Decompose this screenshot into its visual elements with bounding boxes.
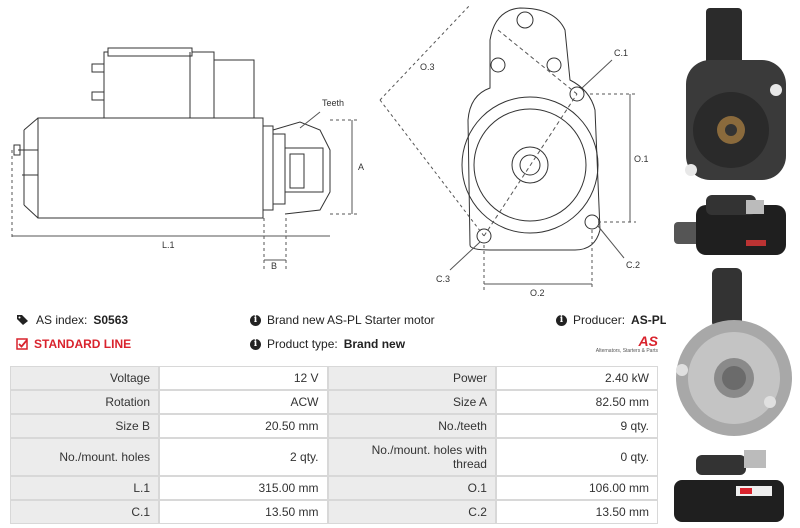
producer-row: i Producer: AS-PL (556, 313, 667, 327)
logo-tagline: Alternators, Starters & Parts (595, 348, 658, 354)
front-view (461, 7, 601, 251)
spec-value: 0 qty. (495, 438, 658, 476)
dim-l1-label: L.1 (162, 240, 175, 250)
producer-label: Producer: (573, 313, 626, 327)
technical-drawing: Teeth A B L.1 O.1 O.2 O.3 C.1 C.2 C.3 (11, 4, 649, 298)
product-photos (666, 0, 800, 528)
dim-o1-label: O.1 (634, 154, 649, 164)
producer-logo: AS Alternators, Starters & Parts (594, 334, 658, 358)
info-icon: i (556, 314, 567, 326)
spec-label: No./mount. holes with thread (327, 438, 496, 476)
spec-label: L.1 (10, 476, 160, 500)
dim-b-label: B (271, 261, 277, 271)
spec-value: 315.00 mm (159, 476, 328, 500)
teeth-label: Teeth (322, 98, 344, 108)
logo-mark: AS (638, 333, 658, 349)
producer-value: AS-PL (631, 313, 668, 327)
spec-value: 9 qty. (495, 414, 658, 438)
description-text: Brand new AS-PL Starter motor (267, 313, 435, 327)
dim-a-label: A (358, 162, 364, 172)
spec-value: 13.50 mm (159, 500, 328, 524)
spec-value: 106.00 mm (495, 476, 658, 500)
spec-label: Rotation (10, 390, 160, 414)
spec-value: 12 V (159, 366, 328, 390)
photo-side-view (674, 195, 786, 255)
spec-label: Size B (10, 414, 160, 438)
spec-label: O.1 (327, 476, 496, 500)
dim-o3-label: O.3 (420, 62, 435, 72)
spec-value: 82.50 mm (495, 390, 658, 414)
tags-icon (17, 315, 28, 325)
description-row: i Brand new AS-PL Starter motor (250, 313, 435, 327)
photo-rear-view (676, 268, 792, 436)
standard-line-label: STANDARD LINE (34, 337, 132, 351)
product-type-value: Brand new (343, 337, 406, 351)
spec-label: No./teeth (327, 414, 496, 438)
info-icon: i (250, 338, 261, 350)
spec-value: ACW (159, 390, 328, 414)
spec-value: 13.50 mm (495, 500, 658, 524)
spec-label: C.1 (10, 500, 160, 524)
photo-side-labeled (674, 450, 784, 522)
standard-line-row: STANDARD LINE (16, 337, 131, 351)
check-square-icon (16, 338, 28, 350)
spec-label: No./mount. holes (10, 438, 160, 476)
spec-label: C.2 (327, 500, 496, 524)
as-index-value: S0563 (93, 313, 129, 327)
dim-c1-label: C.1 (614, 48, 628, 58)
spec-label: Voltage (10, 366, 160, 390)
product-type-label: Product type: (267, 337, 338, 351)
spec-value: 20.50 mm (159, 414, 328, 438)
as-index-label: AS index: (36, 313, 88, 327)
product-type-row: i Product type: Brand new (250, 337, 405, 351)
spec-label: Power (327, 366, 496, 390)
photo-front-view (685, 8, 786, 180)
spec-value: 2 qty. (159, 438, 328, 476)
as-index-row: AS index: S0563 (16, 313, 128, 327)
spec-value: 2.40 kW (495, 366, 658, 390)
dim-c2-label: C.2 (626, 260, 640, 270)
side-view (13, 47, 331, 219)
dim-o2-label: O.2 (530, 288, 545, 298)
spec-label: Size A (327, 390, 496, 414)
info-icon: i (250, 314, 261, 326)
dim-c3-label: C.3 (436, 274, 450, 284)
